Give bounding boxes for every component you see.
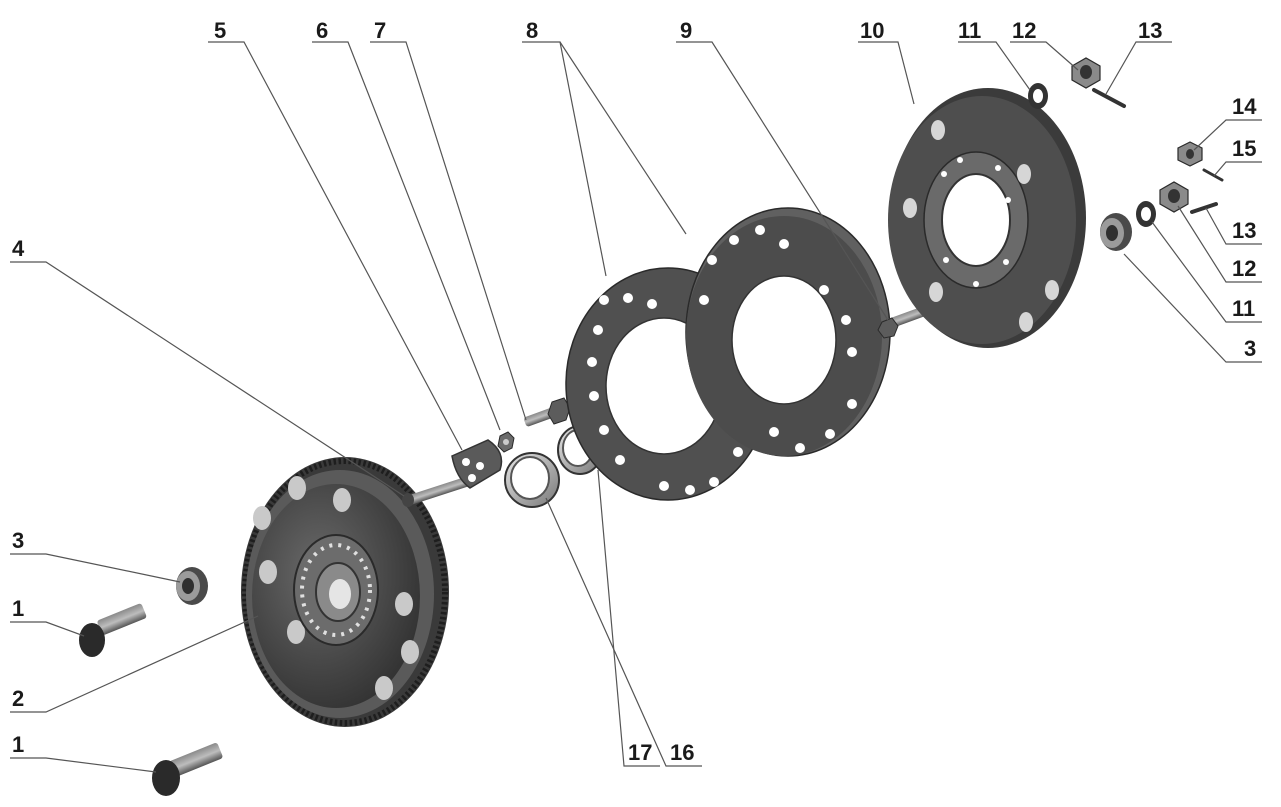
svg-text:12: 12	[1232, 256, 1256, 281]
svg-text:17: 17	[628, 740, 652, 765]
castle-nut-lower-part	[1159, 181, 1189, 213]
svg-text:12: 12	[1012, 18, 1036, 43]
svg-text:13: 13	[1232, 218, 1256, 243]
svg-text:9: 9	[680, 18, 692, 43]
castle-nut-upper-part	[1071, 57, 1101, 89]
callout-4: 4	[12, 236, 25, 261]
callout-13-lower: 13	[1232, 218, 1256, 243]
callout-16: 16	[670, 740, 694, 765]
leader-lines	[10, 41, 1262, 773]
svg-text:8: 8	[526, 18, 538, 43]
svg-text:4: 4	[12, 236, 25, 261]
bolt-upper-part	[79, 603, 147, 657]
svg-text:14: 14	[1232, 94, 1257, 119]
lock-plate-part	[451, 439, 503, 489]
bushing-right-part	[1100, 213, 1132, 251]
svg-text:6: 6	[316, 18, 328, 43]
ring-17-part	[504, 452, 560, 508]
callout-10: 10	[860, 18, 884, 43]
washer-lower-part	[1136, 201, 1156, 227]
callout-7: 7	[374, 18, 386, 43]
svg-text:13: 13	[1138, 18, 1162, 43]
bolt-lower-part	[152, 742, 223, 796]
ring-16-part	[557, 425, 603, 475]
callout-9: 9	[680, 18, 692, 43]
svg-text:5: 5	[214, 18, 226, 43]
short-bolt-part	[524, 397, 571, 427]
cotter-pin-lower-part	[1190, 202, 1218, 214]
washer-upper-part	[1028, 83, 1048, 109]
callout-12-lower: 12	[1232, 256, 1256, 281]
cotter-pin-15-part	[1202, 168, 1224, 182]
callout-11-upper: 11	[958, 18, 981, 43]
svg-text:3: 3	[1244, 336, 1256, 361]
svg-text:1: 1	[12, 596, 24, 621]
callout-2: 2	[12, 686, 24, 711]
pin-part	[402, 476, 473, 507]
callout-3-left: 3	[12, 528, 24, 553]
flywheel-part	[241, 457, 449, 727]
callout-6: 6	[316, 18, 328, 43]
svg-text:3: 3	[12, 528, 24, 553]
callout-3-right: 3	[1244, 336, 1256, 361]
pressure-plate-part	[888, 88, 1086, 348]
svg-text:16: 16	[670, 740, 694, 765]
callout-1-lower: 1	[12, 732, 24, 757]
svg-text:10: 10	[860, 18, 884, 43]
callout-14: 14	[1232, 94, 1257, 119]
friction-disc-rear-part	[685, 207, 891, 457]
callout-5: 5	[214, 18, 226, 43]
callout-12-upper: 12	[1012, 18, 1036, 43]
svg-text:1: 1	[12, 732, 24, 757]
svg-text:7: 7	[374, 18, 386, 43]
svg-text:11: 11	[958, 18, 981, 43]
callout-13-upper: 13	[1138, 18, 1162, 43]
cotter-pin-upper-part	[1092, 88, 1126, 108]
callout-15: 15	[1232, 136, 1256, 161]
svg-text:15: 15	[1232, 136, 1256, 161]
small-nut-part	[497, 431, 515, 453]
callout-11-lower: 11	[1232, 296, 1255, 321]
callout-8: 8	[526, 18, 538, 43]
callout-1-upper: 1	[12, 596, 24, 621]
callout-17: 17	[628, 740, 652, 765]
bushing-left-part	[176, 567, 208, 605]
svg-text:2: 2	[12, 686, 24, 711]
svg-text:11: 11	[1232, 296, 1255, 321]
